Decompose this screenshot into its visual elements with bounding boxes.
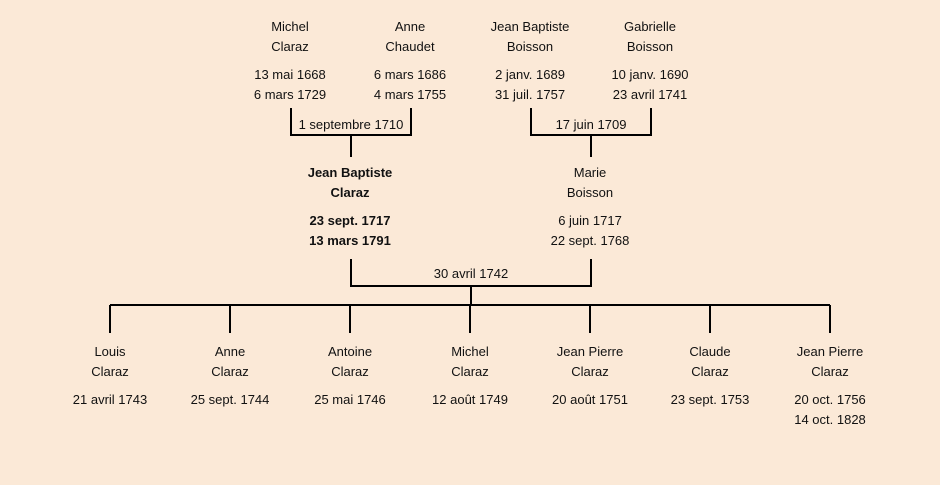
death-date: 14 oct. 1828 bbox=[794, 412, 866, 427]
last-name: Boisson bbox=[566, 185, 614, 200]
death-date: 13 mars 1791 bbox=[309, 233, 391, 248]
person-marie-boisson[interactable]: Marie Boisson 6 juin 1717 22 sept. 1768 bbox=[525, 163, 655, 251]
first-name: Anne bbox=[214, 344, 246, 359]
person-michel-claraz[interactable]: Michel Claraz 13 mai 1668 6 mars 1729 bbox=[225, 17, 355, 105]
birth-date: 6 juin 1717 bbox=[558, 213, 622, 228]
first-name: Louis bbox=[94, 344, 126, 359]
first-name: Jean Baptiste bbox=[307, 165, 393, 180]
person-jean-baptiste-boisson[interactable]: Jean Baptiste Boisson 2 janv. 1689 31 ju… bbox=[465, 17, 595, 105]
birth-date: 2 janv. 1689 bbox=[495, 67, 565, 82]
last-name: Claraz bbox=[211, 364, 249, 379]
birth-date: 10 janv. 1690 bbox=[611, 67, 689, 82]
person-child[interactable]: Jean Pierre Claraz 20 août 1751 bbox=[525, 342, 655, 410]
first-name: Jean Pierre bbox=[796, 344, 864, 359]
last-name: Claraz bbox=[331, 364, 369, 379]
first-name: Claude bbox=[689, 344, 731, 359]
marriage-bracket-boisson bbox=[530, 108, 652, 157]
person-child[interactable]: Louis Claraz 21 avril 1743 bbox=[45, 342, 175, 410]
death-date: 22 sept. 1768 bbox=[550, 233, 630, 248]
birth-date: 21 avril 1743 bbox=[72, 392, 148, 407]
death-date: 23 avril 1741 bbox=[612, 87, 688, 102]
marriage-date-claraz-chaudet: 1 septembre 1710 bbox=[298, 117, 404, 132]
last-name: Claraz bbox=[91, 364, 129, 379]
last-name: Claraz bbox=[811, 364, 849, 379]
birth-date: 12 août 1749 bbox=[432, 392, 508, 407]
birth-date: 20 oct. 1756 bbox=[794, 392, 866, 407]
person-child[interactable]: Jean Pierre Claraz 20 oct. 1756 14 oct. … bbox=[765, 342, 895, 430]
death-date: 4 mars 1755 bbox=[373, 87, 447, 102]
first-name: Marie bbox=[573, 165, 607, 180]
person-child[interactable]: Anne Claraz 25 sept. 1744 bbox=[165, 342, 295, 410]
person-anne-chaudet[interactable]: Anne Chaudet 6 mars 1686 4 mars 1755 bbox=[345, 17, 475, 105]
birth-date: 25 mai 1746 bbox=[314, 392, 386, 407]
person-child[interactable]: Michel Claraz 12 août 1749 bbox=[405, 342, 535, 410]
birth-date: 6 mars 1686 bbox=[373, 67, 447, 82]
marriage-date-boisson: 17 juin 1709 bbox=[555, 117, 627, 132]
last-name: Boisson bbox=[506, 39, 554, 54]
person-child[interactable]: Claude Claraz 23 sept. 1753 bbox=[645, 342, 775, 410]
last-name: Claraz bbox=[271, 39, 309, 54]
birth-date: 23 sept. 1753 bbox=[670, 392, 750, 407]
last-name: Claraz bbox=[451, 364, 489, 379]
last-name: Boisson bbox=[626, 39, 674, 54]
first-name: Jean Baptiste bbox=[490, 19, 570, 34]
person-child[interactable]: Antoine Claraz 25 mai 1746 bbox=[285, 342, 415, 410]
death-date: 6 mars 1729 bbox=[253, 87, 327, 102]
last-name: Claraz bbox=[691, 364, 729, 379]
first-name: Michel bbox=[451, 344, 489, 359]
birth-date: 23 sept. 1717 bbox=[309, 213, 391, 228]
first-name: Anne bbox=[394, 19, 426, 34]
marriage-bracket-parents bbox=[350, 259, 592, 305]
last-name: Chaudet bbox=[385, 39, 435, 54]
person-gabrielle-boisson[interactable]: Gabrielle Boisson 10 janv. 1690 23 avril… bbox=[585, 17, 715, 105]
marriage-date-parents: 30 avril 1742 bbox=[433, 266, 509, 281]
first-name: Jean Pierre bbox=[556, 344, 624, 359]
last-name: Claraz bbox=[571, 364, 609, 379]
first-name: Antoine bbox=[327, 344, 373, 359]
first-name: Gabrielle bbox=[623, 19, 677, 34]
first-name: Michel bbox=[271, 19, 309, 34]
birth-date: 13 mai 1668 bbox=[254, 67, 326, 82]
death-date: 31 juil. 1757 bbox=[494, 87, 566, 102]
birth-date: 25 sept. 1744 bbox=[190, 392, 270, 407]
birth-date: 20 août 1751 bbox=[552, 392, 628, 407]
last-name: Claraz bbox=[330, 185, 370, 200]
person-jean-baptiste-claraz[interactable]: Jean Baptiste Claraz 23 sept. 1717 13 ma… bbox=[285, 163, 415, 251]
children-connector bbox=[109, 304, 831, 333]
marriage-bracket-claraz-chaudet bbox=[290, 108, 412, 157]
